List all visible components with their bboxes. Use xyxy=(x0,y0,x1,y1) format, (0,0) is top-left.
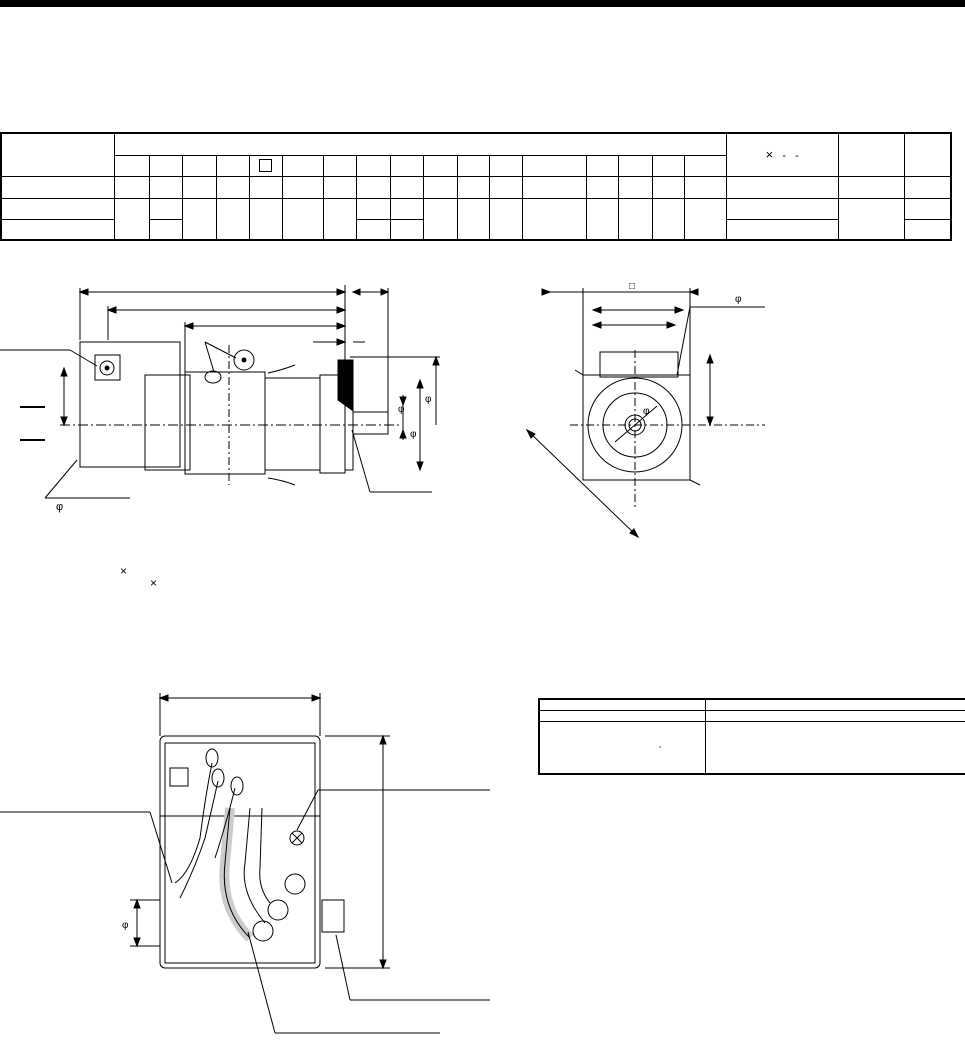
note-cross-1: × xyxy=(120,564,128,578)
header-model-cell xyxy=(0,132,115,177)
motor-front-view: □ φ φ xyxy=(525,281,765,539)
header-cell-c xyxy=(903,132,952,177)
table-row xyxy=(0,175,952,199)
square-symbol xyxy=(259,159,272,172)
terminal-box-view: φ xyxy=(0,693,490,1034)
phi-label-3: φ xyxy=(425,394,432,405)
square-label: □ xyxy=(629,281,635,292)
motor-side-view: φ φ φ φ xyxy=(0,285,440,513)
phi-label-7: φ xyxy=(122,920,129,931)
dimensions-table: × - - xyxy=(0,132,953,241)
table-row xyxy=(538,698,965,712)
page-top-rule xyxy=(0,0,965,7)
table-row: · xyxy=(538,720,965,775)
phi-label-2: φ xyxy=(398,404,405,415)
table-row xyxy=(0,218,952,241)
header-cell-b xyxy=(837,132,905,177)
phi-label-6: φ xyxy=(643,406,650,417)
phi-label-5: φ xyxy=(735,294,742,305)
header-bolt-cell: × - - xyxy=(725,132,839,177)
note-cross-2: × xyxy=(150,576,158,590)
cross-symbol: × xyxy=(765,146,774,162)
dash-symbol-1: - xyxy=(782,149,786,162)
table-row xyxy=(538,710,965,722)
phi-label-4: φ xyxy=(410,429,417,440)
square-header-cell xyxy=(248,154,283,177)
phi-label-1: φ xyxy=(56,501,63,513)
dot-symbol: · xyxy=(658,741,663,754)
header-dimensions-cell xyxy=(113,132,727,156)
table-row xyxy=(0,197,952,241)
dash-symbol-2: - xyxy=(795,149,799,162)
legend-table: · xyxy=(538,698,965,775)
